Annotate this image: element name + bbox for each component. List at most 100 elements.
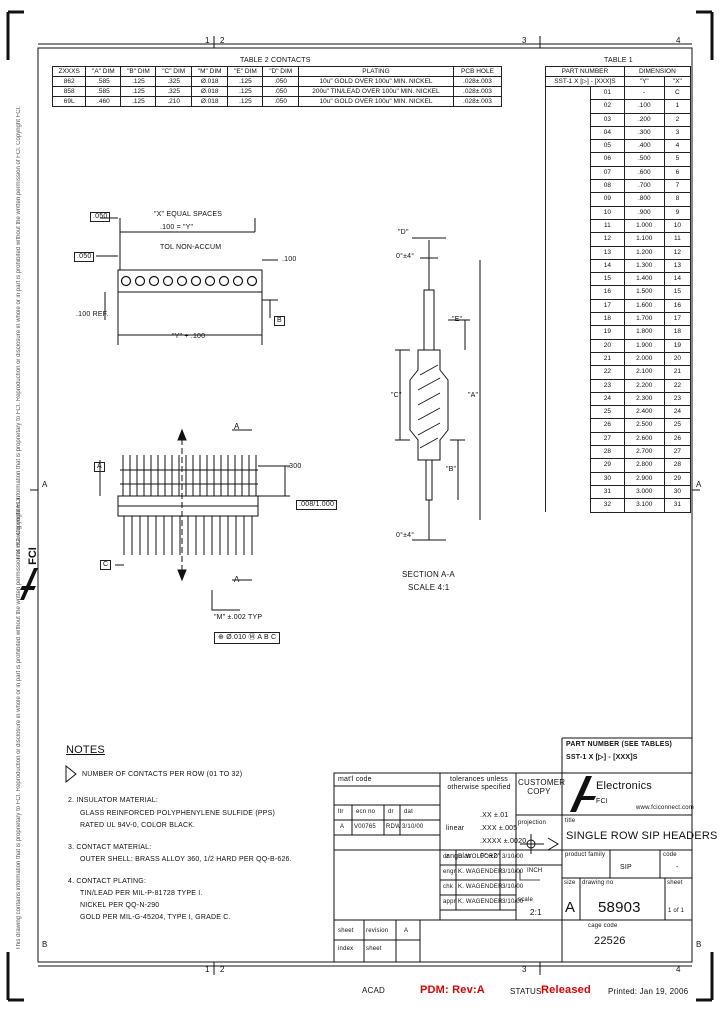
- table-cell: [545, 352, 591, 366]
- table-cell: [545, 179, 591, 193]
- chk-name: K. WAGENDER: [458, 884, 503, 890]
- title-label: title: [565, 818, 576, 824]
- table-cell: [545, 192, 591, 207]
- cage-code: 22526: [594, 935, 626, 947]
- table-cell: 3: [663, 125, 692, 141]
- table-header: PLATING: [297, 66, 454, 77]
- table-cell: .210: [155, 96, 192, 107]
- table-cell: 2.900: [623, 471, 665, 486]
- table-cell: 1.100: [623, 232, 665, 247]
- table-cell: 20: [590, 338, 625, 353]
- table-cell: 2: [663, 112, 692, 127]
- company-name: Electronics: [596, 780, 652, 792]
- table-cell: 14: [663, 272, 692, 287]
- zone-4-bottom: 4: [676, 965, 681, 974]
- tol-non-accum-label: TOL NON-ACCUM: [160, 244, 222, 251]
- table-cell: .325: [155, 86, 192, 97]
- table-cell: [545, 126, 591, 140]
- note-4b: NICKEL PER QQ-N-290: [80, 902, 160, 909]
- note-2a: GLASS REINFORCED POLYPHENYLENE SULFIDE (…: [80, 810, 275, 817]
- note-2b: RATED UL 94V-0, COLOR BLACK.: [80, 822, 196, 829]
- table-cell: .125: [227, 76, 264, 87]
- table-cell: [545, 392, 591, 406]
- section-title: SECTION A-A: [402, 570, 455, 579]
- table-cell: 03: [590, 112, 625, 127]
- table-cell: .325: [155, 76, 192, 87]
- table-cell: 10u" GOLD OVER 100u" MIN. NICKEL: [297, 96, 454, 107]
- table-cell: 9: [663, 205, 692, 220]
- table-cell: 12: [590, 232, 625, 247]
- table-header: "E" DIM: [227, 66, 264, 77]
- dr-date: 3/10/00: [502, 854, 524, 860]
- table-cell: .300: [623, 125, 665, 141]
- table-cell: 16: [590, 285, 625, 300]
- sheet-value: 1 of 1: [668, 908, 685, 914]
- table-cell: 7: [663, 179, 692, 194]
- section-mark-top: A: [234, 422, 240, 431]
- product-family: SIP: [620, 864, 632, 871]
- table-cell: .900: [623, 205, 665, 220]
- table-cell: 14: [590, 258, 625, 274]
- table-cell: 27: [663, 445, 692, 460]
- revision-label: revision: [366, 928, 389, 934]
- drawing-no-label: drawing no: [582, 880, 614, 886]
- table-cell: [545, 259, 591, 273]
- table-cell: -: [623, 85, 665, 101]
- table-cell: 02: [590, 99, 625, 114]
- table-cell: 08: [590, 179, 625, 194]
- table-cell: .585: [85, 86, 122, 97]
- table-cell: .050: [262, 86, 299, 97]
- table-cell: 1.700: [623, 312, 665, 327]
- zone-2-bottom: 2: [220, 965, 225, 974]
- table-cell: 17: [663, 312, 692, 327]
- table-cell: 28: [590, 445, 625, 460]
- m-typ-label: "M" ±.002 TYP: [214, 614, 263, 621]
- table-cell: 2.000: [623, 351, 665, 367]
- table-header: "B" DIM: [120, 66, 157, 77]
- x-equal-spaces-label: "X" EQUAL SPACES: [154, 211, 223, 218]
- note-2: 2. INSULATOR MATERIAL:: [68, 797, 158, 804]
- printed-date: Printed: Jan 19, 2006: [608, 987, 689, 996]
- table-cell: [545, 418, 591, 433]
- table-cell: 3.000: [623, 484, 665, 500]
- zone-4-top: 4: [676, 36, 681, 45]
- zone-3-top: 3: [522, 36, 527, 45]
- table-cell: [545, 219, 591, 233]
- appr-name: K. WAGENDER: [458, 899, 503, 905]
- table-cell: .125: [227, 96, 264, 107]
- section-mark-bottom: A: [234, 575, 240, 584]
- table-cell: 32: [590, 498, 625, 513]
- table-cell: .125: [227, 86, 264, 97]
- table-cell: .400: [623, 139, 665, 154]
- angular-label: angular: [446, 853, 471, 860]
- table-cell: 30: [663, 484, 692, 500]
- mat-code-label: mat'l code: [338, 776, 372, 783]
- part-number-code: SST-1 X [▷] - [XXX]S: [545, 76, 625, 87]
- table-header: "C" DIM: [155, 66, 192, 77]
- table-row: 01-C: [545, 85, 692, 101]
- table-cell: [545, 113, 591, 127]
- chk-date: 3/10/00: [502, 884, 524, 890]
- dim-b: "B": [446, 466, 457, 473]
- table-header: "A" DIM: [85, 66, 122, 77]
- table-cell: 31: [663, 498, 692, 513]
- sheet-label: sheet: [667, 880, 683, 886]
- table-cell: [545, 485, 591, 499]
- linear-label: linear: [446, 825, 465, 832]
- table-cell: .028±.003: [452, 86, 503, 97]
- table-cell: Ø.018: [190, 86, 229, 97]
- rev-dr: RDW: [386, 824, 401, 830]
- dim-050-top: .050: [90, 212, 111, 222]
- table-cell: [545, 379, 591, 393]
